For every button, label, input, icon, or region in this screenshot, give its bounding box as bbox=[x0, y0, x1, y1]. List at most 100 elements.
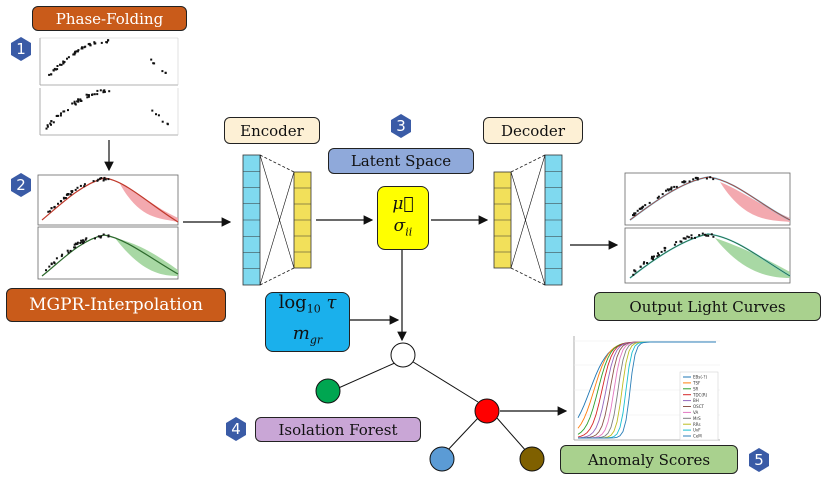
observation-dot bbox=[690, 234, 693, 237]
observation-dot bbox=[71, 102, 74, 105]
observation-dot bbox=[83, 240, 86, 243]
observation-dot bbox=[77, 100, 80, 103]
mgpr-interpolation-label: MGPR-Interpolation bbox=[6, 288, 226, 322]
observation-dot bbox=[690, 237, 693, 239]
observation-dot bbox=[74, 242, 77, 245]
feature-m: m bbox=[292, 323, 310, 344]
step-badge-5: 5 bbox=[748, 447, 770, 473]
encoder-network bbox=[242, 154, 312, 286]
legend-entry: MrS bbox=[693, 416, 701, 421]
observation-dot bbox=[99, 177, 101, 180]
step-badge-1-number: 1 bbox=[16, 40, 26, 58]
observation-dot bbox=[100, 177, 103, 179]
observation-dot bbox=[99, 236, 102, 239]
observation-dot bbox=[85, 93, 88, 96]
step-badge-4-number: 4 bbox=[231, 420, 241, 438]
observation-dot bbox=[53, 67, 56, 70]
observation-dot bbox=[656, 255, 659, 258]
observation-dot bbox=[100, 235, 103, 238]
observation-dot bbox=[62, 60, 65, 63]
observation-dot bbox=[105, 41, 108, 44]
observation-dot bbox=[675, 241, 678, 244]
observation-dot bbox=[707, 234, 710, 237]
step-badge-3-number: 3 bbox=[396, 117, 406, 135]
observation-dot bbox=[643, 261, 646, 264]
observation-dot bbox=[74, 51, 77, 54]
observation-dot bbox=[633, 269, 636, 272]
observation-dot bbox=[69, 249, 72, 252]
observation-dot bbox=[47, 210, 50, 213]
observation-dot bbox=[157, 114, 160, 117]
observation-dot bbox=[60, 255, 63, 258]
observation-dot bbox=[650, 257, 653, 260]
observation-dot bbox=[675, 185, 678, 188]
observation-dot bbox=[46, 124, 49, 127]
feature-m-sub: gr bbox=[309, 333, 323, 347]
observation-dot bbox=[673, 185, 676, 188]
observation-dot bbox=[57, 114, 60, 117]
observation-dot bbox=[696, 178, 699, 181]
observation-dot bbox=[50, 263, 53, 266]
observation-dot bbox=[644, 204, 647, 207]
observation-dot bbox=[50, 123, 52, 126]
observation-dot bbox=[683, 180, 686, 183]
observation-dot bbox=[67, 193, 70, 195]
latent-space-label: Latent Space bbox=[328, 148, 474, 174]
features-box: log10 τ mgr bbox=[265, 292, 350, 352]
observation-dot bbox=[79, 98, 82, 101]
observation-dot bbox=[166, 123, 169, 126]
tree-node-brown bbox=[519, 446, 545, 472]
observation-dot bbox=[50, 120, 53, 123]
observation-dot bbox=[77, 98, 80, 101]
observation-dot bbox=[709, 176, 712, 179]
anomaly-scores-label: Anomaly Scores bbox=[560, 445, 738, 474]
observation-dot bbox=[96, 89, 99, 92]
observation-dot bbox=[640, 207, 643, 210]
phase-folding-label: Phase-Folding bbox=[32, 6, 187, 31]
feature-log-tau: log10 τ bbox=[279, 291, 337, 322]
observation-dot bbox=[642, 262, 645, 265]
observation-dot bbox=[97, 235, 100, 238]
feature-log: log bbox=[278, 292, 307, 314]
observation-dot bbox=[657, 252, 659, 255]
observation-dot bbox=[89, 44, 92, 47]
observation-dot bbox=[59, 200, 62, 203]
observation-dot bbox=[69, 193, 72, 196]
observation-dot bbox=[670, 188, 673, 191]
observation-dot bbox=[79, 242, 82, 244]
observation-dot bbox=[155, 113, 157, 116]
observation-dot bbox=[710, 233, 713, 236]
observation-dot bbox=[65, 193, 68, 196]
isolation-tree bbox=[315, 342, 545, 472]
observation-dot bbox=[93, 41, 96, 44]
observation-dot bbox=[61, 253, 64, 256]
step-badge-2: 2 bbox=[10, 172, 32, 198]
observation-dot bbox=[653, 255, 655, 258]
output-panel-bottom bbox=[624, 227, 791, 284]
tree-node-green bbox=[315, 378, 341, 404]
tree-root-node bbox=[390, 342, 416, 368]
observation-dot bbox=[164, 71, 167, 74]
observation-dot bbox=[94, 237, 96, 240]
observation-dot bbox=[73, 53, 76, 56]
feature-log-base: 10 bbox=[306, 303, 321, 316]
observation-dot bbox=[73, 246, 76, 249]
observation-dot bbox=[60, 112, 62, 115]
observation-dot bbox=[50, 73, 53, 76]
step-badge-5-number: 5 bbox=[754, 451, 764, 469]
observation-dot bbox=[59, 63, 61, 66]
observation-dot bbox=[99, 89, 102, 92]
observation-dot bbox=[48, 210, 51, 213]
observation-dot bbox=[67, 251, 70, 254]
observation-dot bbox=[80, 100, 83, 102]
encoder-label: Encoder bbox=[224, 117, 320, 144]
observation-dot bbox=[84, 45, 87, 48]
observation-dot bbox=[91, 93, 94, 96]
observation-dot bbox=[682, 237, 685, 240]
observation-dot bbox=[74, 103, 77, 106]
legend-entry: TDC(R) bbox=[692, 392, 708, 397]
observation-dot bbox=[656, 196, 659, 199]
observation-dot bbox=[55, 257, 58, 260]
